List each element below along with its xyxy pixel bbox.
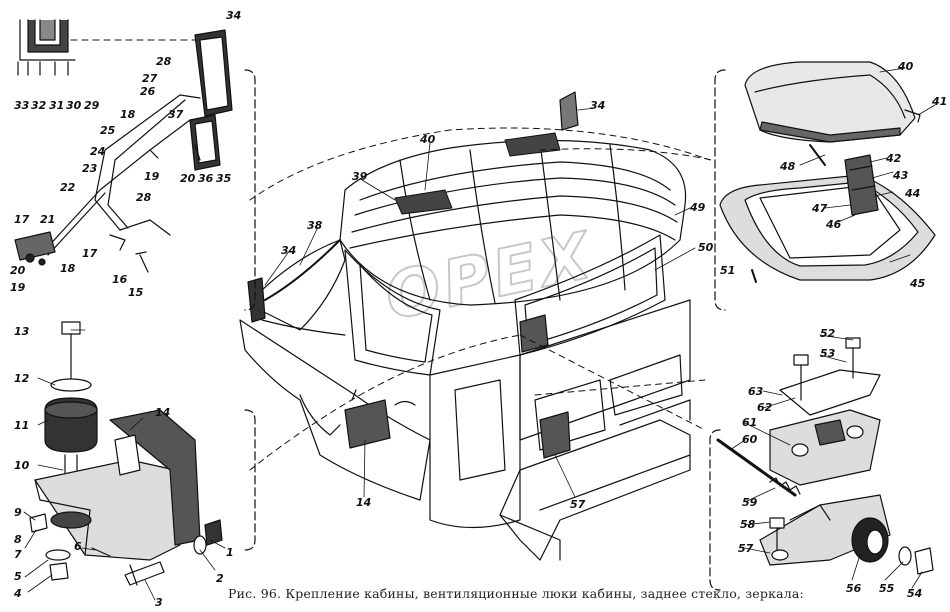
front-mount-assembly [29, 321, 223, 586]
callout-45: 45 [909, 277, 926, 290]
callout-12: 12 [14, 372, 30, 385]
callout-49: 49 [689, 201, 706, 214]
callout-44: 44 [904, 187, 920, 200]
callout-57-cab: 57 [570, 498, 586, 511]
callout-37: 37 [168, 108, 184, 121]
callout-7: 7 [14, 548, 22, 561]
callout-32: 32 [31, 99, 47, 112]
mirror-assembly [14, 19, 233, 273]
callout-11: 11 [14, 419, 29, 432]
callout-26: 26 [140, 85, 156, 98]
callout-43: 43 [892, 169, 909, 182]
cab-body [239, 91, 691, 561]
callout-18-base: 18 [60, 262, 76, 275]
callout-10: 10 [14, 459, 30, 472]
callout-3: 3 [155, 596, 163, 609]
callout-2: 2 [216, 572, 224, 585]
callout-36: 36 [198, 172, 214, 185]
roof-hatch-rear [504, 132, 561, 157]
callout-53: 53 [820, 347, 836, 360]
callout-17-arm: 17 [82, 247, 98, 260]
callout-34-roof: 34 [590, 99, 605, 112]
callout-46: 46 [825, 218, 842, 231]
callout-13: 13 [14, 325, 30, 338]
callout-56: 56 [846, 582, 862, 595]
callout-15: 15 [128, 286, 144, 299]
callout-5: 5 [14, 570, 22, 583]
callout-14-cab: 14 [356, 496, 371, 509]
callout-38: 38 [307, 219, 323, 232]
callout-22: 22 [60, 181, 76, 194]
callout-33: 33 [14, 99, 30, 112]
callout-57-mount: 57 [738, 542, 754, 555]
callout-61: 61 [742, 416, 757, 429]
figure-caption: Рис. 96. Крепление кабины, вентиляционны… [228, 586, 804, 601]
callout-52: 52 [820, 327, 836, 340]
callout-16: 16 [112, 273, 128, 286]
callout-54: 54 [907, 587, 922, 600]
callout-29: 29 [84, 99, 100, 112]
callout-25: 25 [100, 124, 116, 137]
front-mount-bracket [344, 399, 391, 449]
callout-17-base: 17 [14, 213, 30, 226]
callout-34-cab: 34 [281, 244, 296, 257]
callout-14-mount: 14 [155, 406, 170, 419]
callout-18-arm: 18 [120, 108, 136, 121]
callout-21: 21 [40, 213, 55, 226]
roof-hatch-assembly [719, 61, 936, 283]
callout-23: 23 [82, 162, 98, 175]
callout-39: 39 [352, 170, 368, 183]
callout-63: 63 [748, 385, 764, 398]
callout-58: 58 [740, 518, 756, 531]
callout-4: 4 [13, 587, 22, 600]
rear-mount-assembly [716, 337, 934, 575]
callout-28-arm: 28 [136, 191, 152, 204]
callout-31: 31 [49, 99, 64, 112]
callout-42: 42 [885, 152, 902, 165]
rear-glass-bracket [519, 314, 549, 353]
pointer-lines [23, 67, 936, 601]
callout-50: 50 [698, 241, 714, 254]
callout-9: 9 [14, 506, 22, 519]
callout-19-arm: 19 [144, 170, 160, 183]
callout-40-cab: 40 [419, 133, 436, 146]
callout-labels: 1 2 3 4 5 6 7 8 9 10 11 12 13 14 14 15 1… [10, 9, 947, 609]
callout-34-mirror: 34 [226, 9, 241, 22]
callout-51: 51 [720, 264, 735, 277]
callout-19-base: 19 [10, 281, 26, 294]
callout-20-base: 20 [10, 264, 26, 277]
leader-lines [59, 39, 713, 471]
callout-60: 60 [742, 433, 758, 446]
callout-6: 6 [74, 540, 82, 553]
callout-8: 8 [14, 533, 22, 546]
callout-35: 35 [216, 172, 232, 185]
callout-27: 27 [142, 72, 158, 85]
callout-20-mirror: 20 [180, 172, 196, 185]
callout-30: 30 [66, 99, 82, 112]
rear-mount-bracket [539, 411, 571, 459]
callout-1: 1 [226, 546, 234, 559]
callout-40-hatch: 40 [897, 60, 914, 73]
group-brackets [244, 69, 726, 591]
roof-hatch-front [394, 189, 453, 215]
callout-59: 59 [742, 496, 758, 509]
callout-47: 47 [811, 202, 828, 215]
callout-28-top: 28 [156, 55, 172, 68]
callout-55: 55 [879, 582, 895, 595]
callout-24: 24 [90, 145, 105, 158]
callout-41: 41 [931, 95, 947, 108]
callout-62: 62 [757, 401, 773, 414]
callout-48: 48 [779, 160, 796, 173]
